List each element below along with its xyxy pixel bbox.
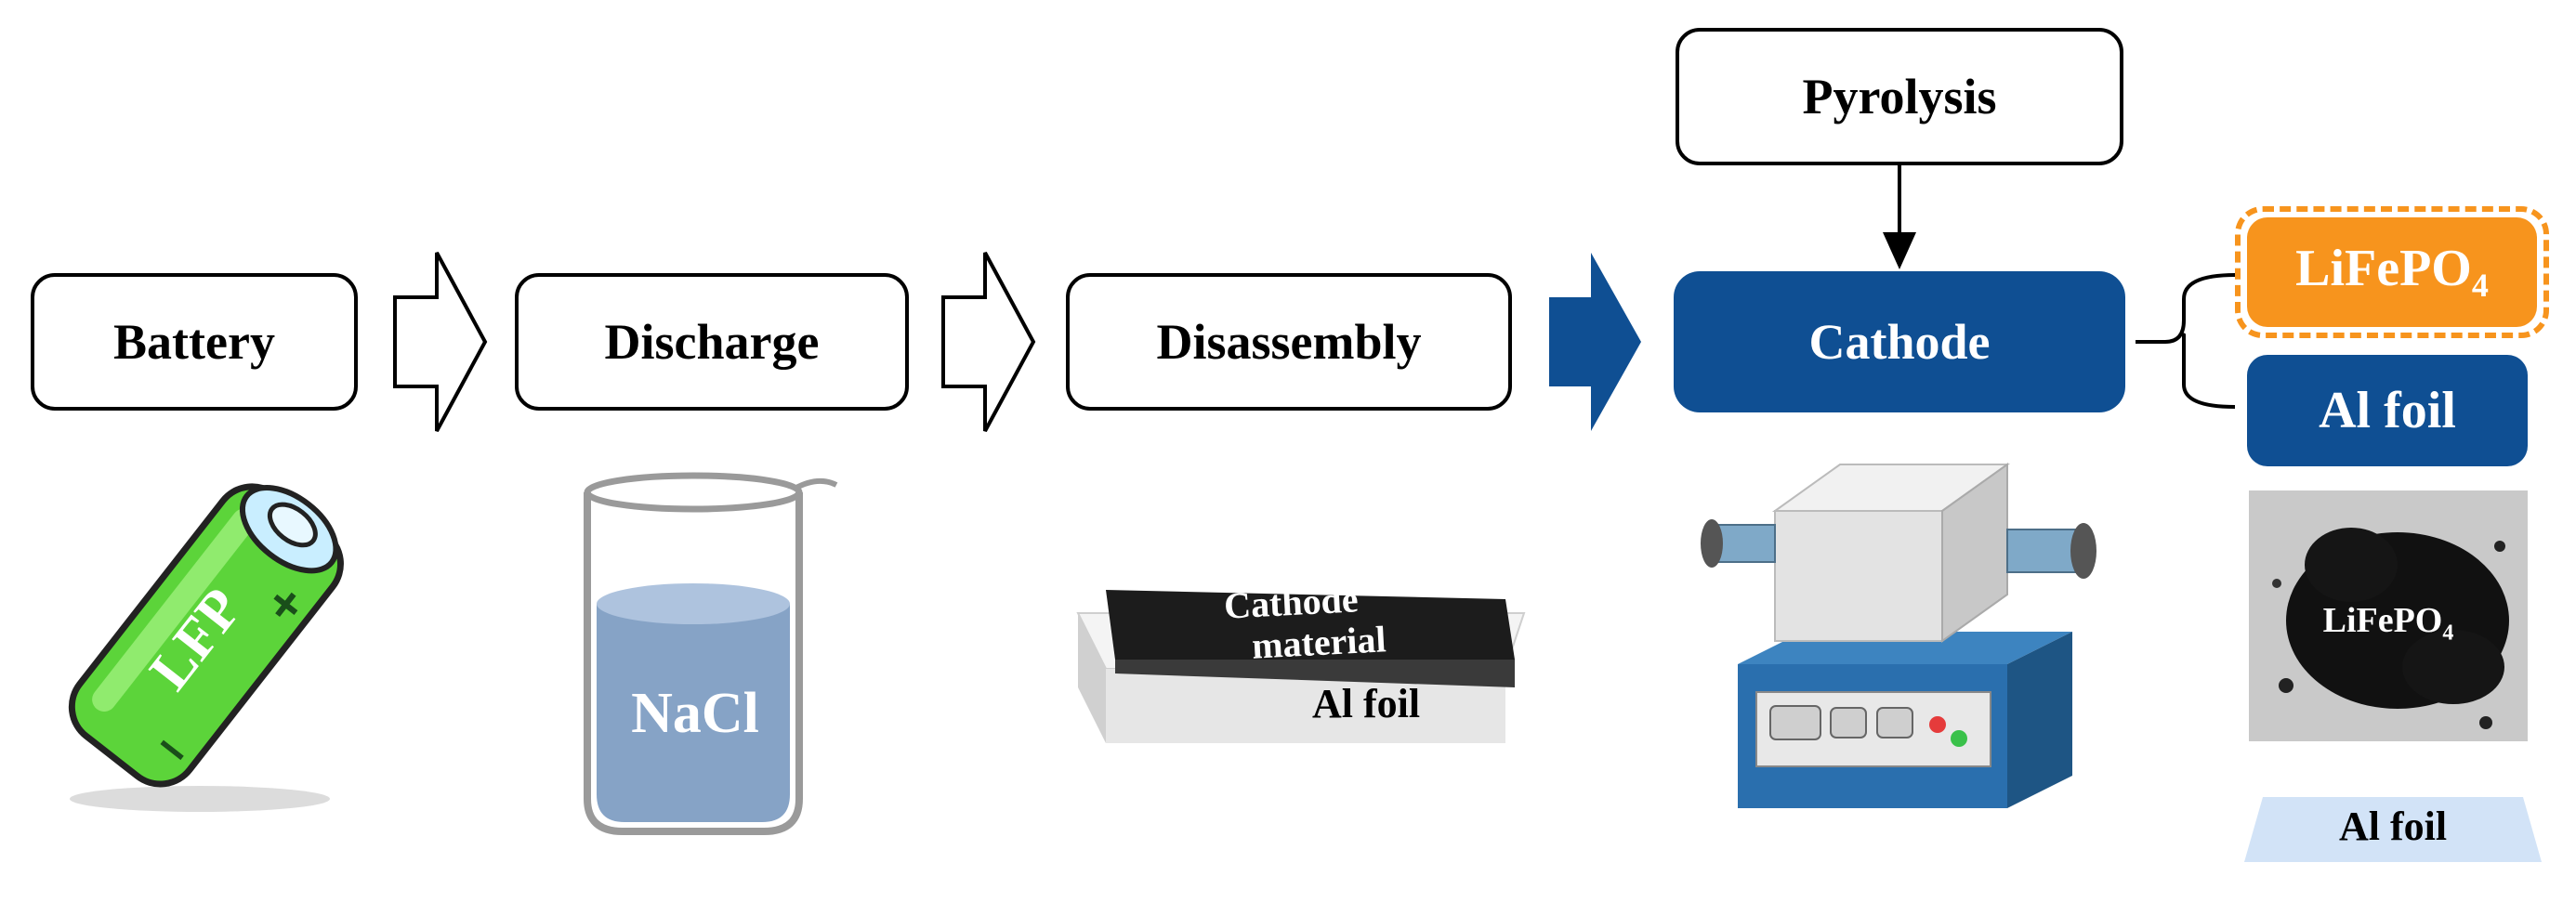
disassembly-step-label: Disassembly [1156,314,1422,370]
discharge-step-label: Discharge [604,314,820,370]
cathode-step-label: Cathode [1808,314,1991,370]
sheet-cathode-label: Cathode [1223,578,1360,626]
hollow-arrow-2 [941,252,1036,432]
disassembly-step: Disassembly [1066,273,1512,411]
panel-display-3 [1876,707,1913,739]
battery-highlight [92,508,256,712]
pyrolysis-arrow-head [1883,232,1916,269]
battery-illustration: + – LFP [68,483,344,812]
al-foil-sheet-label: Al foil [2338,804,2448,849]
blue-arrow [1549,253,1641,431]
sheet-foil-label: Al foil [1312,681,1420,726]
battery-step-label: Battery [113,314,275,370]
beaker-label: NaCl [631,682,759,745]
furnace-illustration [1701,463,2096,808]
panel-red-light [1929,716,1946,733]
panel-green-light [1951,730,1967,747]
cathode-sheet-illustration: Cathode material Al foil [1076,578,1526,743]
tube-right [2006,529,2083,573]
sheet-material-label: material [1251,618,1387,666]
beaker-liquid [597,592,790,822]
al-foil-sheet [2244,797,2542,862]
lifepo4-dashed-frame [2235,206,2549,338]
battery-shadow [70,786,330,812]
battery-step: Battery [31,273,358,411]
pyrolysis-step-label: Pyrolysis [1802,69,1997,124]
beaker-glass [584,492,803,835]
powder-label: LiFePO4 [2322,601,2454,646]
al-foil-product-label: Al foil [2319,382,2456,439]
panel-display-2 [1830,707,1867,739]
hollow-arrow-1 [393,252,488,432]
pyrolysis-step: Pyrolysis [1676,28,2123,165]
chamber-side [1941,463,2008,643]
beaker-spout [793,477,838,491]
tube-left-end [1701,519,1723,568]
al-foil-product: Al foil [2247,355,2528,466]
beaker-rim [584,472,803,513]
discharge-step: Discharge [515,273,909,411]
beaker-illustration: NaCl [584,472,838,835]
battery-terminal [267,502,318,548]
cathode-step: Cathode [1674,271,2125,412]
powder-pile [2272,528,2509,729]
lifepo4-product-label: LiFePO4 [2295,240,2489,305]
foil-base-left [1078,613,1106,743]
powder-photo: LiFePO4 [2249,490,2528,741]
panel-display-1 [1769,705,1821,740]
beaker-liquid-surface [597,583,790,624]
foil-base-front [1106,669,1505,743]
chamber-front [1774,510,1943,642]
lifepo4-product: LiFePO4 [2247,217,2537,327]
cathode-layer-front [1115,660,1515,687]
tube-right-end [2070,523,2096,579]
furnace-base-side [2007,632,2072,808]
split-brace [2136,273,2236,409]
cathode-layer [1106,590,1515,660]
